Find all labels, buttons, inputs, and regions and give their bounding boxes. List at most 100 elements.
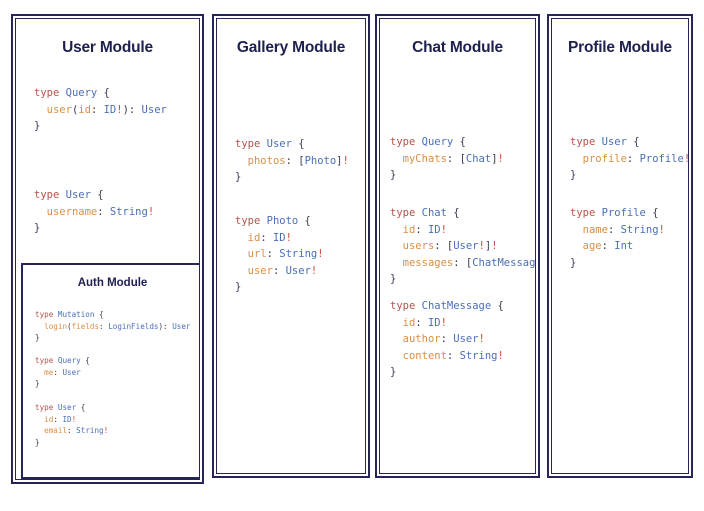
code-token: { — [76, 403, 86, 412]
code-token: ! — [497, 152, 504, 165]
code-block: type User { profile: Profile!} — [570, 134, 688, 184]
code-token: : — [607, 223, 621, 236]
code-block: type User { id: ID! email: String!} — [35, 402, 108, 448]
code-token — [34, 206, 47, 218]
code-token: email — [44, 426, 68, 436]
code-token: author — [402, 333, 441, 345]
code-block: type Chat { id: ID! users: [User!]! mess… — [390, 205, 535, 288]
code-token: User — [285, 264, 311, 277]
code-block: type ChatMessage { id: ID! author: User!… — [390, 298, 504, 381]
code-token: ID — [427, 316, 441, 329]
code-token: Chat — [465, 152, 492, 165]
code-token: ): — [122, 103, 142, 116]
code-line: } — [390, 271, 535, 288]
code-token: : — [415, 316, 428, 329]
code-token: User — [453, 240, 479, 252]
code-token: User — [57, 403, 77, 412]
code-line: type User { — [35, 402, 108, 414]
code-token: type — [390, 136, 416, 148]
code-line: messages: [ChatMessage]! — [390, 255, 535, 272]
code-token: } — [390, 366, 397, 378]
code-token: : — [626, 152, 640, 165]
code-token — [235, 248, 248, 260]
code-block: type Profile { name: String! age: Int} — [570, 205, 665, 271]
code-line: type User { — [235, 136, 349, 153]
code-token: ! — [491, 240, 498, 252]
code-token: : [ — [453, 256, 473, 269]
code-token: } — [34, 222, 41, 234]
code-line: id: ID! — [390, 222, 535, 239]
code-token: type — [235, 215, 261, 227]
code-token: : — [260, 231, 273, 244]
code-line: id: ID! — [35, 414, 108, 426]
code-token: Profile — [601, 207, 646, 219]
code-line: myChats: [Chat]! — [390, 151, 504, 168]
code-token: { — [491, 300, 504, 312]
code-token: type — [35, 356, 54, 365]
code-token — [390, 350, 403, 362]
code-token — [570, 224, 583, 236]
code-block: type Query { user(id: ID!): User} — [34, 85, 167, 135]
code-token: photos — [247, 154, 286, 167]
code-token: ! — [285, 231, 292, 244]
code-token: ( — [67, 321, 72, 331]
code-token: : — [99, 321, 109, 331]
code-token: : — [440, 333, 454, 345]
code-token — [235, 232, 248, 244]
code-token: ! — [497, 349, 504, 362]
code-token: id — [78, 103, 91, 116]
code-token: user — [247, 264, 273, 277]
code-line: id: ID! — [390, 315, 504, 332]
code-token: Chat — [421, 207, 447, 219]
code-token: ID — [427, 223, 441, 236]
code-line: type Mutation { — [35, 309, 191, 321]
code-token: } — [35, 437, 40, 447]
code-block: type Query { myChats: [Chat]!} — [390, 134, 504, 184]
code-line: } — [34, 118, 167, 135]
code-block: type Query { me: User} — [35, 355, 90, 390]
code-token: type — [35, 310, 54, 319]
code-line: type User { — [570, 134, 688, 151]
code-token: : — [446, 349, 460, 362]
code-token: } — [34, 120, 41, 132]
code-token: Query — [421, 136, 454, 148]
code-token — [570, 153, 583, 165]
code-line: } — [570, 167, 688, 184]
code-token: ! — [440, 223, 447, 236]
code-token: id — [44, 414, 54, 424]
code-token: ): — [158, 321, 173, 331]
code-token: Query — [57, 356, 81, 365]
code-token: : — [53, 367, 63, 377]
code-token — [390, 224, 403, 236]
code-line: type User { — [34, 187, 154, 204]
code-line: users: [User!]! — [390, 238, 535, 255]
code-token: Int — [614, 240, 634, 252]
code-token — [35, 426, 44, 435]
code-token: user — [46, 103, 72, 116]
code-token: : [ — [285, 154, 305, 167]
code-token: { — [94, 310, 104, 319]
code-token: { — [453, 136, 466, 148]
module-title: User Module — [62, 39, 153, 56]
code-token: type — [34, 87, 60, 99]
code-token: } — [570, 169, 577, 181]
code-line: url: String! — [235, 246, 324, 263]
code-line: } — [34, 220, 154, 237]
module-title: Gallery Module — [236, 39, 346, 56]
code-token: ! — [147, 205, 155, 218]
code-token — [570, 240, 583, 252]
code-token — [390, 153, 403, 165]
code-token: { — [291, 138, 305, 150]
code-line: age: Int — [570, 238, 665, 255]
code-token: messages — [402, 256, 454, 269]
code-token: User — [601, 136, 627, 148]
code-block: type Mutation { login(fields: LoginField… — [35, 309, 191, 344]
